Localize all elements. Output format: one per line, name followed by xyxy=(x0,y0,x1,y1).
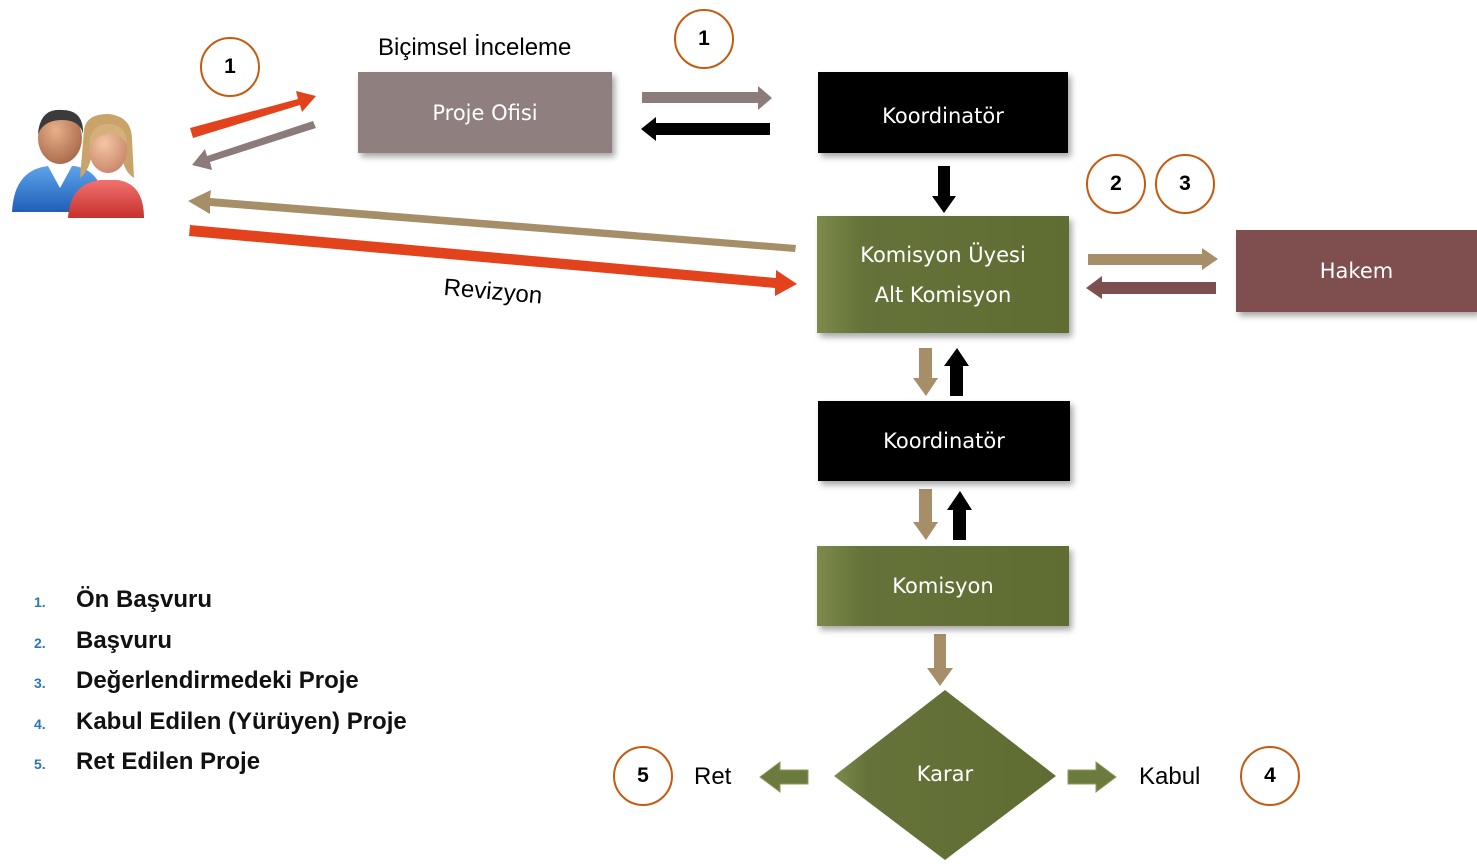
legend-text: Değerlendirmedeki Proje xyxy=(76,667,359,694)
komisyon-label: Komisyon xyxy=(892,574,994,598)
arrow-koordinator-mid-down xyxy=(913,489,938,540)
arrow-koordinator-to-komisyon-uyesi xyxy=(932,166,956,213)
legend-number: 1. xyxy=(34,594,46,610)
komisyon-uyesi-label: Komisyon Üyesi xyxy=(860,242,1026,267)
legend-list: 1. Ön Başvuru 2. Başvuru 3. Değerlendirm… xyxy=(34,586,407,789)
legend-text: Başvuru xyxy=(76,626,173,654)
koordinator-mid-box: Koordinatör xyxy=(818,401,1070,481)
proje-ofisi-box: Proje Ofisi xyxy=(358,72,612,153)
badge-2: 2 xyxy=(1086,154,1146,214)
hakem-box: Hakem xyxy=(1236,230,1477,312)
komisyon-uyesi-box: Komisyon Üyesi Alt Komisyon xyxy=(817,216,1069,333)
arrow-karar-to-ret xyxy=(759,761,809,793)
arrow-user-to-proje-ofisi xyxy=(190,91,316,138)
koordinator-top-box: Koordinatör xyxy=(818,72,1068,153)
arrow-koordinator-up xyxy=(944,348,969,396)
karar-label: Karar xyxy=(916,762,974,786)
legend-item: 1. Ön Başvuru xyxy=(34,586,407,627)
legend-text: Ön Başvuru xyxy=(76,586,213,613)
bicimsel-inceleme-label: Biçimsel İnceleme xyxy=(378,34,572,61)
arrow-koordinator-to-proje-ofisi xyxy=(641,117,770,141)
legend-item: 3. Değerlendirmedeki Proje xyxy=(34,667,407,708)
arrow-komisyon-up xyxy=(947,491,972,540)
arrow-proje-ofisi-to-koordinator xyxy=(642,86,772,110)
legend-text: Ret Edilen Proje xyxy=(76,748,261,775)
legend-item: 4. Kabul Edilen (Yürüyen) Proje xyxy=(34,708,407,749)
badge-1-top: 1 xyxy=(674,9,734,69)
badge-3: 3 xyxy=(1155,154,1215,214)
badge-4: 4 xyxy=(1240,746,1300,806)
legend-item: 5. Ret Edilen Proje xyxy=(34,748,407,789)
koordinator-mid-label: Koordinatör xyxy=(883,429,1005,453)
ret-label: Ret xyxy=(694,763,732,790)
arrow-komisyon-uyesi-down xyxy=(913,348,938,396)
arrow-proje-ofisi-to-user xyxy=(192,121,316,170)
arrow-hakem-to-komisyon-uyesi xyxy=(1086,276,1216,299)
legend-text: Kabul Edilen (Yürüyen) Proje xyxy=(76,707,407,735)
legend-number: 5. xyxy=(34,756,46,772)
legend-item: 2. Başvuru xyxy=(34,627,407,668)
legend-number: 2. xyxy=(34,634,46,651)
arrow-karar-to-kabul xyxy=(1067,761,1117,793)
arrow-user-to-komisyon-revizyon xyxy=(189,225,797,296)
legend-number: 3. xyxy=(34,675,46,691)
alt-komisyon-label: Alt Komisyon xyxy=(874,282,1012,307)
badge-5: 5 xyxy=(613,746,673,806)
legend-number: 4. xyxy=(34,715,46,732)
kabul-label: Kabul xyxy=(1139,763,1201,790)
users-icon xyxy=(10,100,146,220)
arrow-komisyon-to-karar xyxy=(927,634,953,686)
komisyon-box: Komisyon xyxy=(817,546,1069,626)
koordinator-top-label: Koordinatör xyxy=(882,103,1004,128)
arrow-komisyon-to-user xyxy=(188,190,796,252)
proje-ofisi-label: Proje Ofisi xyxy=(432,100,538,125)
karar-diamond xyxy=(834,690,1056,860)
badge-1-left: 1 xyxy=(200,37,260,97)
arrow-komisyon-uyesi-to-hakem xyxy=(1088,248,1218,270)
hakem-label: Hakem xyxy=(1319,259,1394,283)
